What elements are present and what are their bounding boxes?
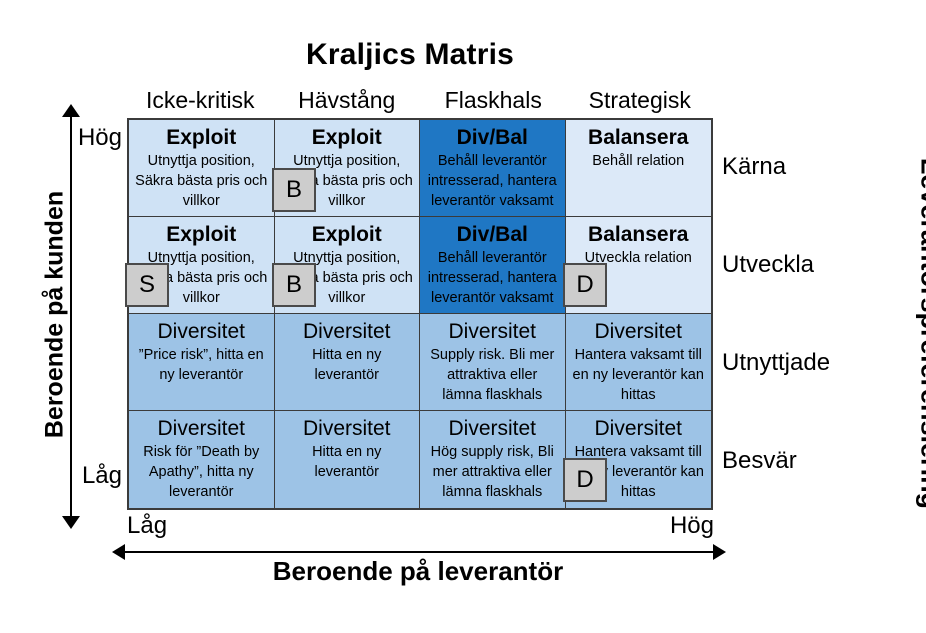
column-header-flaskhals: Flaskhals <box>444 87 542 113</box>
row-label-karna: Kärna <box>722 153 787 180</box>
matrix-cell-title: Exploit <box>166 126 237 149</box>
matrix-cell-description: Utveckla relation <box>584 250 692 266</box>
matrix-cell-title: Diversitet <box>448 320 537 343</box>
row-label-utnyttjade: Utnyttjade <box>722 349 831 376</box>
category-badge[interactable]: D <box>563 263 607 307</box>
matrix-cell-description: Hantera vaksamt till en ny leverantör ka… <box>572 347 704 403</box>
column-header-havstang: Hävstång <box>298 87 396 113</box>
category-badge[interactable]: B <box>272 168 316 212</box>
column-header-strategisk: Strategisk <box>588 87 691 113</box>
column-header-icke-kritisk: Icke-kritisk <box>145 87 255 113</box>
matrix-cell-title: Diversitet <box>157 417 246 440</box>
category-badge[interactable]: D <box>563 458 607 502</box>
matrix-cell-title: Balansera <box>588 126 689 149</box>
matrix-cell-description: Hög supply risk, Bli mer attraktiva elle… <box>430 444 554 500</box>
category-badge[interactable]: S <box>125 263 169 307</box>
matrix-cell-description: Supply risk. Bli mer attraktiva eller lä… <box>430 347 555 403</box>
y-axis-arrow-down-icon <box>62 516 80 529</box>
matrix-cell-title: Balansera <box>588 223 689 246</box>
right-axis-title: Leverantörspreferensiering <box>915 157 926 510</box>
row-label-utveckla: Utveckla <box>722 251 815 278</box>
matrix-cell-title: Diversitet <box>157 320 246 343</box>
matrix-cell-title: Exploit <box>311 126 382 149</box>
matrix-cell-description: ”Price risk”, hitta en ny leverantör <box>138 347 264 383</box>
matrix-cell-description: Behåll leverantör intresserad, hantera l… <box>427 153 557 209</box>
y-axis-title: Beroende på kunden <box>40 190 69 439</box>
matrix-cell-title: Exploit <box>311 223 382 246</box>
matrix-cell-description: Behåll relation <box>592 153 685 169</box>
y-axis-low-label: Låg <box>81 462 122 489</box>
matrix-cell-description: Utnyttja position, Säkra bästa pris och … <box>135 153 268 209</box>
matrix-cell: Diversitet ”Price risk”, hitta en ny leve… <box>129 314 275 411</box>
matrix-cell-title: Diversitet <box>594 320 683 343</box>
matrix-cell-description: Behåll leverantör intresserad, hantera l… <box>427 250 557 306</box>
matrix-cell-description: Utnyttja position, Säkra bästa pris och … <box>280 153 413 209</box>
x-axis-line <box>123 551 713 553</box>
row-label-besvar: Besvär <box>722 447 797 474</box>
category-badge[interactable]: B <box>272 263 316 307</box>
matrix-cell-title: Div/Bal <box>456 126 528 149</box>
matrix-cell-description: Risk för ”Death by Apathy”, hitta ny lev… <box>143 444 260 500</box>
matrix-cell-title: Diversitet <box>448 417 537 440</box>
matrix-cell-title: Div/Bal <box>456 223 528 246</box>
x-axis-low-label: Låg <box>127 512 168 539</box>
matrix-cell-title: Exploit <box>166 223 237 246</box>
page-title: Kraljics Matris <box>305 38 515 71</box>
matrix-cell-description: Hitta en ny leverantör <box>312 347 382 383</box>
x-axis-arrow-left-icon <box>112 544 125 560</box>
y-axis-arrow-up-icon <box>62 104 80 117</box>
matrix-cell-title: Diversitet <box>594 417 683 440</box>
y-axis-line <box>70 116 72 516</box>
matrix-cell-description: Hitta en ny leverantör <box>312 444 382 480</box>
x-axis-arrow-right-icon <box>713 544 726 560</box>
matrix-cell-title: Diversitet <box>302 417 391 440</box>
x-axis-title: Beroende på leverantör <box>272 556 564 586</box>
matrix-cell-title: Diversitet <box>302 320 391 343</box>
y-axis-high-label: Hög <box>77 124 122 151</box>
x-axis-high-label: Hög <box>669 512 714 539</box>
